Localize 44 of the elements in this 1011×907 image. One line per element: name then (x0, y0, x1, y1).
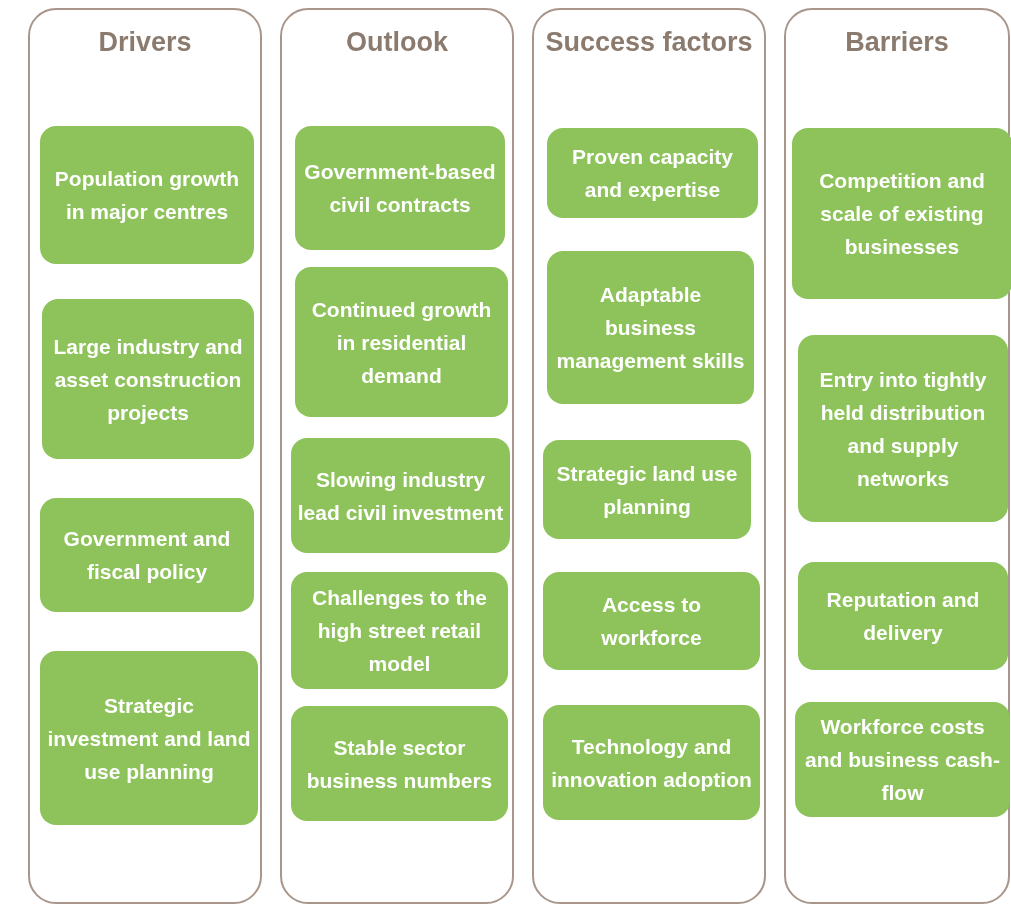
factor-text: Slowing industry lead civil investment (297, 466, 504, 526)
factor-text: Government-based civil contracts (303, 159, 497, 218)
column-heading: Barriers (844, 26, 950, 59)
factor-text: Population growth in major centres (53, 166, 241, 225)
factor-text: Stable sector business numbers (305, 734, 494, 794)
column-heading: Outlook (345, 26, 449, 59)
factor-text: Technology and innovation adoption (550, 733, 753, 793)
factor-box (543, 705, 760, 820)
factor-text: Workforce costs and business cash-flow (804, 714, 1001, 806)
factor-box (42, 299, 254, 459)
factor-text: Entry into tightly held distribution and supply networks (818, 366, 988, 492)
column-panel (28, 8, 262, 904)
factor-text: Challenges to the high street retail model (311, 585, 488, 677)
factor-box (798, 562, 1008, 670)
factor-text: Large industry and asset construction projects (52, 333, 244, 426)
factor-box (40, 498, 254, 612)
factor-text: Proven capacity and expertise (570, 144, 735, 203)
factor-box (792, 128, 1011, 299)
factor-text: Reputation and delivery (825, 587, 981, 646)
factor-text: Access to workforce (600, 592, 703, 651)
factor-box (798, 335, 1008, 522)
factor-box (40, 126, 254, 264)
factor-text: Adaptable business management skills (555, 282, 746, 374)
factor-box (295, 267, 508, 417)
factor-box (291, 706, 508, 821)
column-panel (280, 8, 514, 904)
factor-box (547, 251, 754, 404)
factor-box (543, 572, 760, 670)
column-panel (532, 8, 766, 904)
factor-box (291, 572, 508, 689)
factor-box (795, 702, 1010, 817)
factor-box (291, 438, 510, 553)
factor-box (295, 126, 505, 250)
factor-text: Continued growth in residential demand (310, 296, 493, 389)
factor-box (547, 128, 758, 218)
factor-text: Competition and scale of existing businesses (818, 168, 986, 260)
factor-text: Government and fiscal policy (62, 526, 232, 585)
column-heading: Success factors (544, 26, 754, 59)
column-heading: Drivers (97, 26, 193, 59)
column-panel (784, 8, 1010, 904)
factor-box (40, 651, 258, 825)
factor-text: Strategic investment and land use planning (46, 692, 252, 785)
factor-box (543, 440, 751, 539)
factor-text: Strategic land use planning (555, 460, 739, 520)
